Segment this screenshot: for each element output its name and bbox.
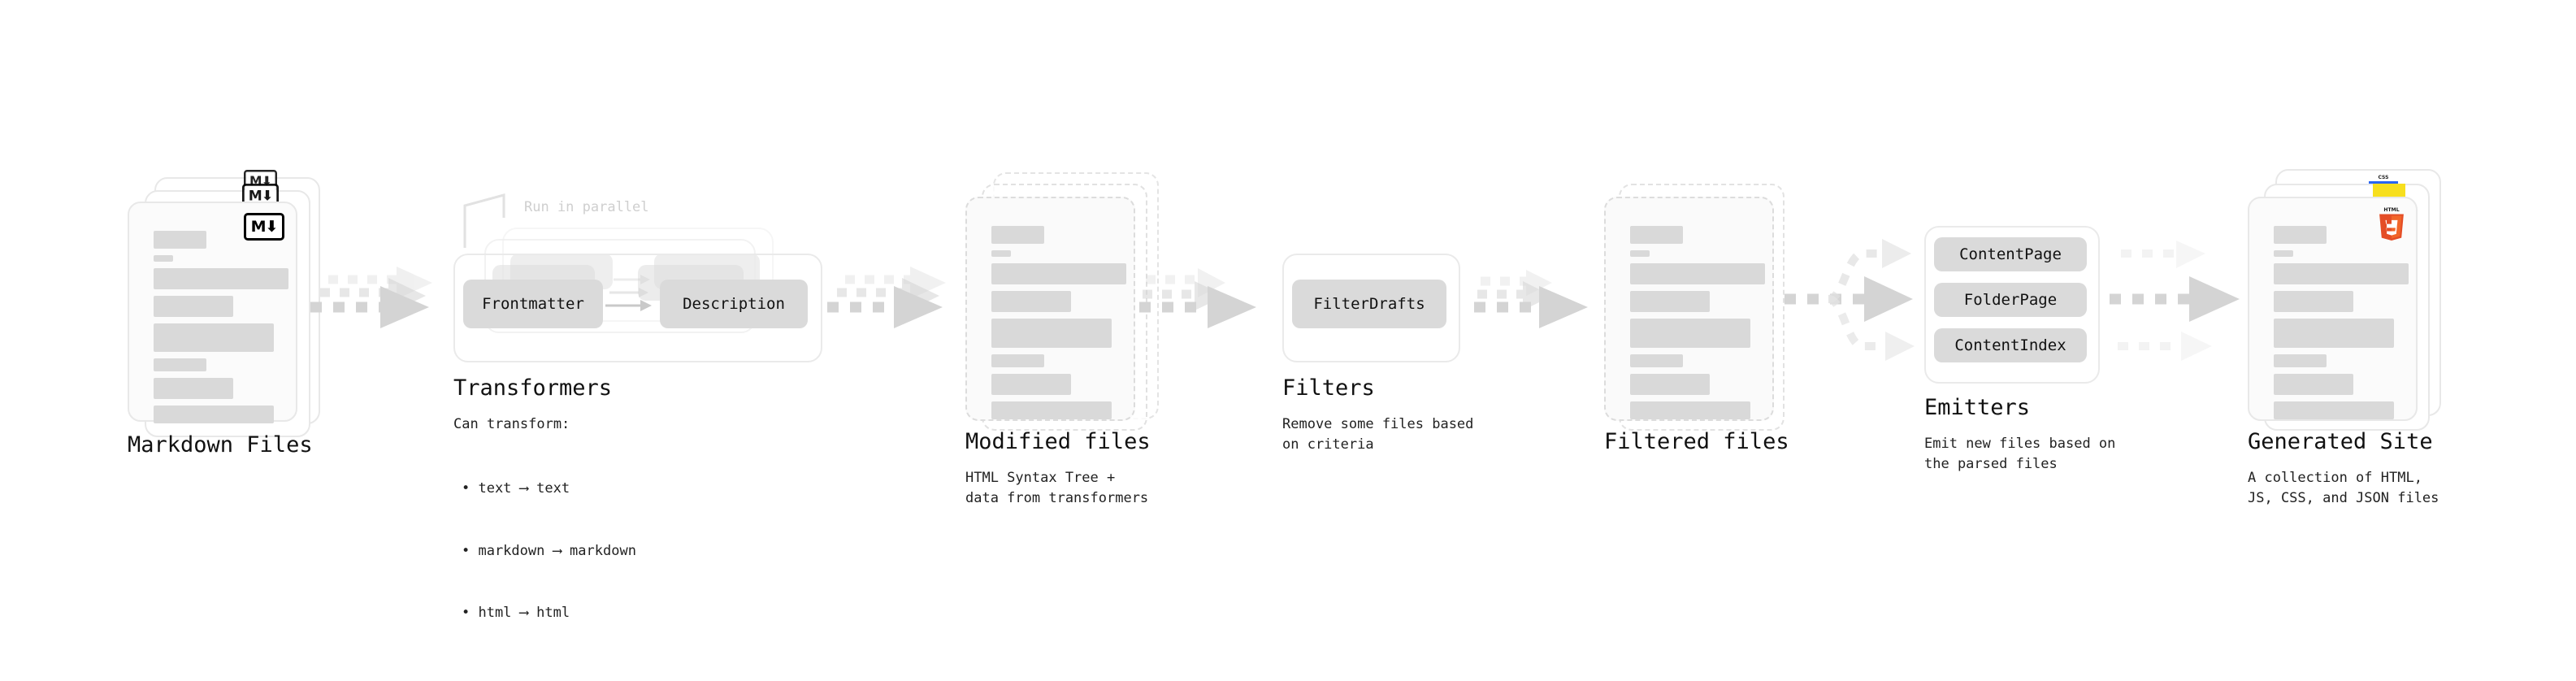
emitter-chip-folderpage[interactable]: FolderPage: [1934, 283, 2087, 317]
generated-card-front: HTML: [2248, 197, 2418, 421]
transformer-chip-frontmatter-label: Frontmatter: [482, 295, 584, 313]
css3-badge: CSS: [2369, 173, 2398, 184]
caption-markdown-files: Markdown Files: [128, 432, 313, 458]
description-transformers: Can transform:: [453, 416, 570, 432]
caption-transformers: Transformers: [453, 375, 613, 401]
emitter-chip-folderpage-label: FolderPage: [1963, 291, 2058, 309]
transformers-group-front: [453, 254, 822, 362]
emitter-chip-contentindex-label: ContentIndex: [1954, 336, 2066, 354]
transformer-chip-description-label: Description: [683, 295, 785, 313]
filter-chip-filterdrafts-label: FilterDrafts: [1313, 295, 1425, 313]
caption-filtered-files: Filtered files: [1604, 429, 1789, 454]
transformer-chip-description[interactable]: Description: [660, 280, 808, 328]
modified-card-lines: [991, 226, 1126, 426]
transformers-bullet-2: • html ⟶ html: [462, 605, 570, 621]
description-emitters: Emit new files based on the parsed files: [1924, 436, 2116, 472]
markdown-card-front: M⬇: [128, 202, 297, 423]
caption-filters: Filters: [1282, 375, 1375, 401]
markdown-badge: M⬇: [244, 213, 284, 241]
caption-generated-site: Generated Site: [2248, 429, 2433, 454]
markdown-badge-arrow: ⬇: [265, 217, 279, 236]
modified-card-front: [965, 197, 1135, 421]
annotation-run-in-parallel: Run in parallel: [524, 199, 649, 215]
markdown-card-lines: [154, 231, 288, 430]
emitter-chip-contentpage-label: ContentPage: [1959, 245, 2062, 263]
emitter-chip-contentindex[interactable]: ContentIndex: [1934, 328, 2087, 362]
js-badge: [2373, 184, 2405, 197]
filtered-card-front: [1604, 197, 1774, 421]
description-filters: Remove some files based on criteria: [1282, 416, 1474, 453]
css3-badge-label: CSS: [2378, 175, 2389, 180]
transformers-bullet-0: • text ⟶ text: [462, 480, 570, 497]
filter-chip-filterdrafts[interactable]: FilterDrafts: [1292, 280, 1446, 328]
svg-text:HTML: HTML: [2383, 207, 2399, 213]
markdown-badge-mid-arrow: ⬇: [261, 187, 273, 204]
description-generated-site: A collection of HTML, JS, CSS, and JSON …: [2248, 470, 2439, 506]
filters-group: [1282, 254, 1460, 362]
emitters-group: [1924, 226, 2100, 384]
emitter-chip-contentpage[interactable]: ContentPage: [1934, 237, 2087, 271]
caption-emitters: Emitters: [1924, 395, 2031, 420]
caption-modified-files: Modified files: [965, 429, 1151, 454]
filtered-card-lines: [1630, 226, 1765, 426]
generated-card-lines: [2274, 226, 2409, 426]
html5-badge: HTML: [2379, 207, 2404, 241]
markdown-badge-letter: M: [250, 217, 267, 236]
transformers-bullet-1: • markdown ⟶ markdown: [462, 542, 636, 559]
css3-badge-bar: [2369, 181, 2398, 184]
transformers-bullet-list: • text ⟶ text • markdown ⟶ markdown • ht…: [462, 437, 636, 666]
transformer-chip-frontmatter[interactable]: Frontmatter: [463, 280, 603, 328]
description-modified-files: HTML Syntax Tree + data from transformer…: [965, 470, 1149, 506]
markdown-badge-mid-letter: M: [248, 187, 262, 204]
